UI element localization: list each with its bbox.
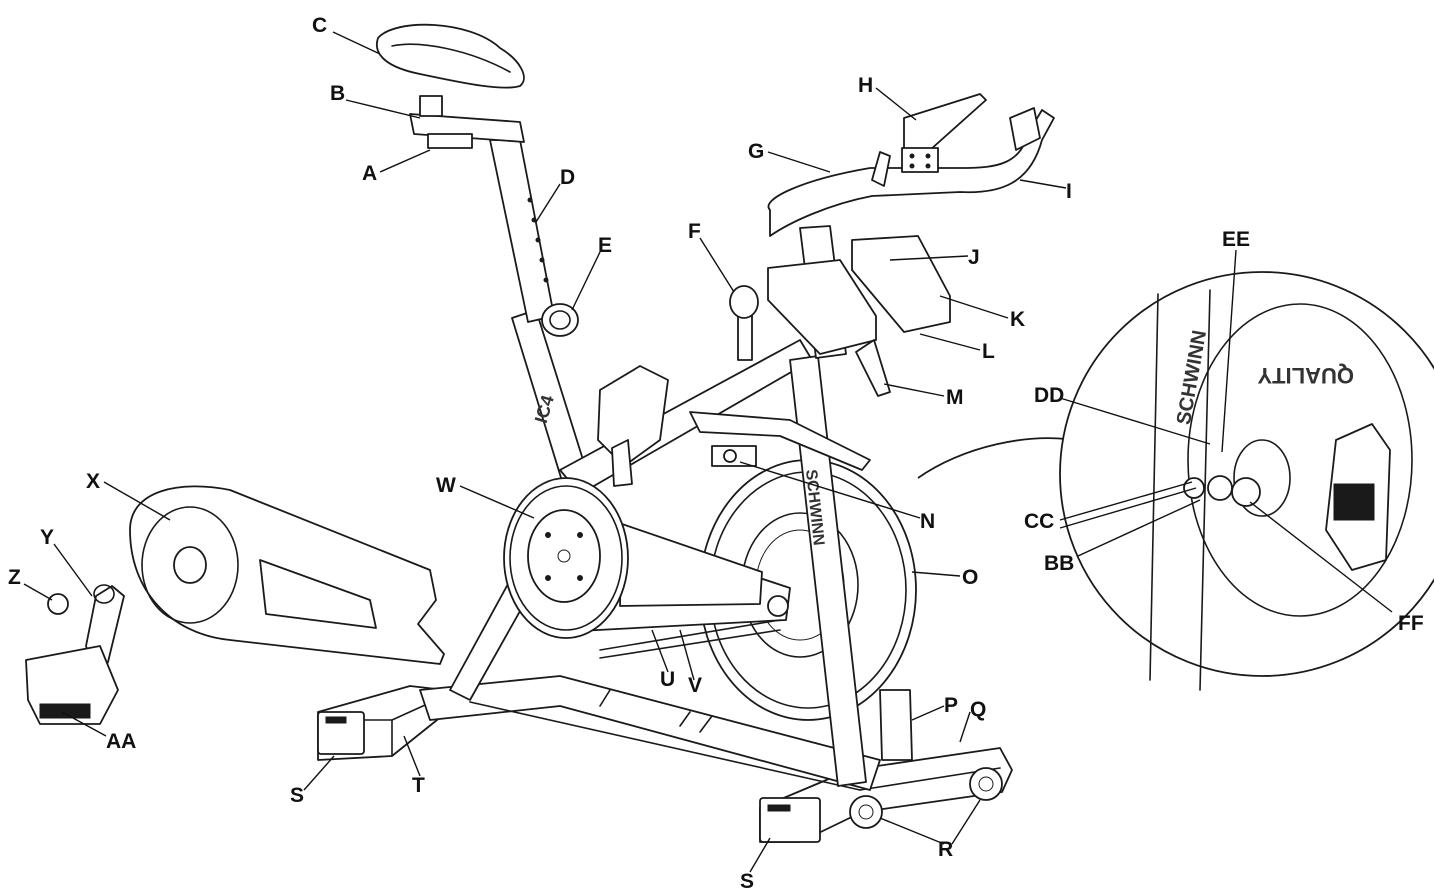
callout-ee: EE xyxy=(1222,228,1250,251)
callout-x: X xyxy=(86,470,100,493)
seat-slider xyxy=(409,95,525,149)
callout-n: N xyxy=(920,510,935,533)
callout-bb: BB xyxy=(1044,552,1074,575)
callout-t: T xyxy=(412,774,425,797)
callout-labels: A B C D E F G H I J K L M N O P Q R S S … xyxy=(8,14,1424,893)
callout-p: P xyxy=(944,694,958,717)
callout-d: D xyxy=(560,166,575,189)
console-bracket xyxy=(901,93,987,173)
callout-cc: CC xyxy=(1024,510,1054,533)
callout-h: H xyxy=(858,74,873,97)
callout-o: O xyxy=(962,566,978,589)
callout-aa: AA xyxy=(106,730,136,753)
inset-hub-text: QUALITY xyxy=(1257,363,1354,388)
callout-f: F xyxy=(688,220,701,243)
callout-q: Q xyxy=(970,698,986,721)
callout-ff: FF xyxy=(1398,612,1424,635)
handlebar xyxy=(767,107,1055,237)
drive-pulley xyxy=(503,477,629,639)
base-rail xyxy=(419,675,881,791)
callout-v: V xyxy=(688,674,702,697)
resistance-knob xyxy=(729,285,759,361)
callout-b: B xyxy=(330,82,345,105)
transport-wheels xyxy=(849,767,1003,829)
leveler-feet xyxy=(317,711,821,843)
seat-post xyxy=(489,139,555,323)
callout-a: A xyxy=(362,162,377,185)
seat xyxy=(375,23,525,89)
pedal-upper xyxy=(597,365,669,487)
callout-g: G xyxy=(748,140,764,163)
callout-e: E xyxy=(598,234,612,257)
pedal-loose xyxy=(25,645,119,725)
leader-lines xyxy=(23,31,1393,873)
callout-i: I xyxy=(1066,180,1072,203)
callout-m: M xyxy=(946,386,964,409)
callout-k: K xyxy=(1010,308,1025,331)
crank-cap xyxy=(47,593,69,615)
callout-u: U xyxy=(660,668,675,691)
callout-s-left: S xyxy=(290,784,304,807)
callout-s-right: S xyxy=(740,870,754,893)
callout-z: Z xyxy=(8,566,21,589)
callout-dd: DD xyxy=(1034,384,1064,407)
seat-knob xyxy=(541,303,579,337)
belt-tensioner xyxy=(767,595,789,617)
detail-inset: QUALITY SCHWINN xyxy=(917,271,1434,691)
callout-y: Y xyxy=(40,526,54,549)
chain-guard xyxy=(129,485,445,665)
dumbbell-cradles xyxy=(767,235,951,397)
callout-w: W xyxy=(436,474,456,497)
callout-r: R xyxy=(938,838,953,861)
callout-l: L xyxy=(982,340,995,363)
callout-c: C xyxy=(312,14,327,37)
callout-j: J xyxy=(968,246,980,269)
